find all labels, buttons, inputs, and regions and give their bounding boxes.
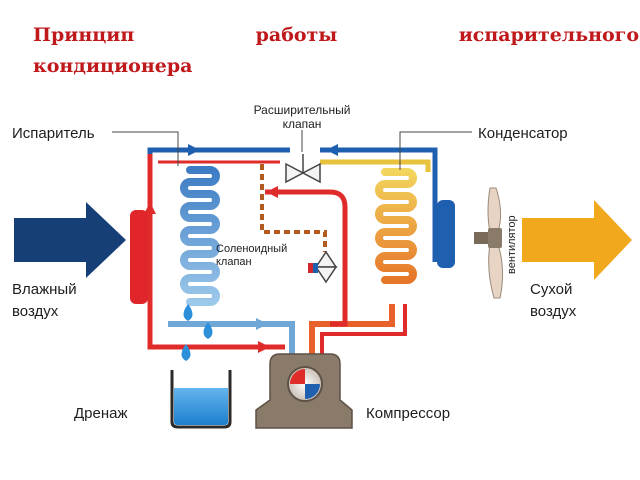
condenser-coil xyxy=(375,168,417,284)
dry-air-label: Сухой xyxy=(530,281,572,298)
page-title: Принцип работы испарительного xyxy=(33,22,639,48)
expansion-valve-label: Расширительный xyxy=(254,103,351,117)
solenoid-valve-label: Соленоидный xyxy=(216,243,287,255)
fan-icon xyxy=(474,187,504,299)
title-word: Принцип xyxy=(33,24,135,46)
flow-arrow xyxy=(256,318,268,330)
dry-air-label: воздух xyxy=(530,303,577,320)
solenoid-valve-label: клапан xyxy=(216,256,252,268)
fan-label: вентилятор xyxy=(506,215,518,274)
flow-arrow xyxy=(188,144,200,156)
dry-air-arrow xyxy=(522,200,632,280)
condenser-outlet-pipe xyxy=(320,147,438,262)
solenoid-valve-icon xyxy=(308,250,338,284)
drain-label: Дренаж xyxy=(74,405,128,422)
humid-air-label: Влажный xyxy=(12,281,77,298)
air-conditioner-diagram: Испаритель Расширительный клапан Конденс… xyxy=(12,103,632,429)
page-title-line2: кондиционера xyxy=(33,55,193,77)
condenser-panel xyxy=(437,200,455,268)
evaporator-coil xyxy=(180,166,220,306)
humid-air-label: воздух xyxy=(12,303,59,320)
compressor-icon xyxy=(255,353,353,429)
evaporator-panel xyxy=(130,210,148,304)
leader-line xyxy=(399,131,472,170)
water-drop-icon xyxy=(181,304,213,361)
leader-line xyxy=(112,131,179,166)
condenser-top-pipe xyxy=(320,159,431,172)
expansion-valve-label: клапан xyxy=(283,117,322,131)
control-line xyxy=(260,164,327,252)
flow-arrow xyxy=(258,341,270,353)
discharge-pipe xyxy=(309,304,395,362)
flow-arrow xyxy=(144,202,156,214)
flow-arrow xyxy=(266,186,278,198)
humid-air-arrow xyxy=(14,202,126,278)
valve-icon xyxy=(285,154,321,184)
flow-arrow xyxy=(326,144,338,156)
condenser-label: Конденсатор xyxy=(478,125,568,142)
title-word: испарительного xyxy=(458,24,639,46)
title-word: работы xyxy=(255,24,338,46)
drain-container-icon xyxy=(170,370,232,429)
hot-pipe-left xyxy=(147,154,285,350)
discharge-pipe-outer xyxy=(320,304,407,362)
compressor-label: Компрессор xyxy=(366,405,450,422)
bypass-pipe xyxy=(265,189,348,327)
evaporator-label: Испаритель xyxy=(12,125,95,142)
cold-pipe-top xyxy=(147,147,290,154)
